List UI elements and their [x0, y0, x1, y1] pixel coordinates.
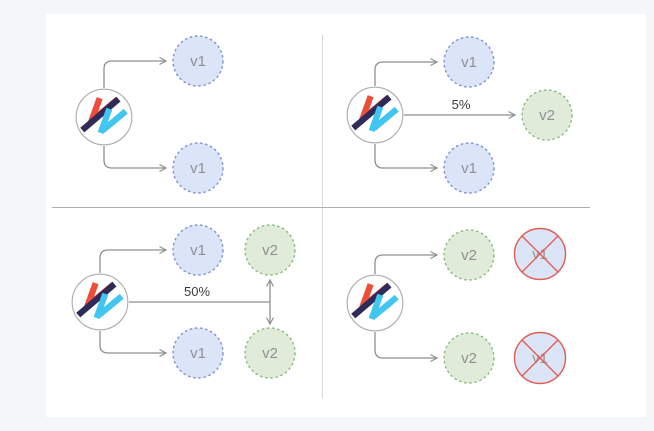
pod-v2: [443, 229, 495, 281]
pod-label: v2: [461, 247, 477, 264]
pod-label: v1: [461, 160, 477, 177]
traffic-arrow: [103, 146, 168, 173]
pod-label: v2: [461, 350, 477, 367]
traffic-arrow: [99, 331, 168, 358]
traffic-arrow: [103, 56, 168, 88]
pod-label: v2: [262, 242, 278, 259]
pod-v1: [443, 36, 495, 88]
pod-v1: [172, 142, 224, 194]
pod-v2: [244, 327, 296, 379]
traffic-percent-label: 50%: [184, 284, 210, 299]
pod-label: v2: [262, 345, 278, 362]
werf-logo: [72, 274, 128, 330]
pod-label: v2: [539, 107, 555, 124]
pod-v1-removed: v1: [513, 227, 567, 281]
pod-v1: [172, 224, 224, 276]
pod-label: v1: [190, 242, 206, 259]
pod-v2: [244, 224, 296, 276]
quadrant-split-50: 50% v1 v2 v1 v2: [72, 224, 296, 379]
pod-label: v1: [190, 53, 206, 70]
removed-cross-icon: [521, 235, 559, 273]
traffic-arrow: [374, 332, 439, 363]
removed-cross-icon: [521, 339, 559, 377]
werf-logo: [76, 89, 132, 145]
traffic-arrow: [374, 250, 439, 274]
pod-label: v1: [461, 54, 477, 71]
quadrant-initial: v1 v1: [76, 35, 224, 194]
werf-logo: [347, 87, 403, 143]
pod-v1-removed: v1: [513, 331, 567, 385]
werf-logo: [347, 275, 403, 331]
traffic-arrow: [374, 57, 439, 86]
quadrant-canary-5: 5% v1 v2 v1: [347, 36, 573, 194]
pod-v2: [521, 89, 573, 141]
traffic-arrow: [99, 245, 168, 273]
pod-label: v1: [190, 160, 206, 177]
quadrant-final: v2 v1 v2 v1: [347, 227, 567, 385]
traffic-percent-label: 5%: [452, 97, 471, 112]
pod-v1: [172, 35, 224, 87]
pod-v1: [443, 142, 495, 194]
pod-label: v1: [190, 345, 206, 362]
traffic-arrow: [374, 144, 439, 173]
pod-v2: [443, 332, 495, 384]
pod-v1: [172, 327, 224, 379]
